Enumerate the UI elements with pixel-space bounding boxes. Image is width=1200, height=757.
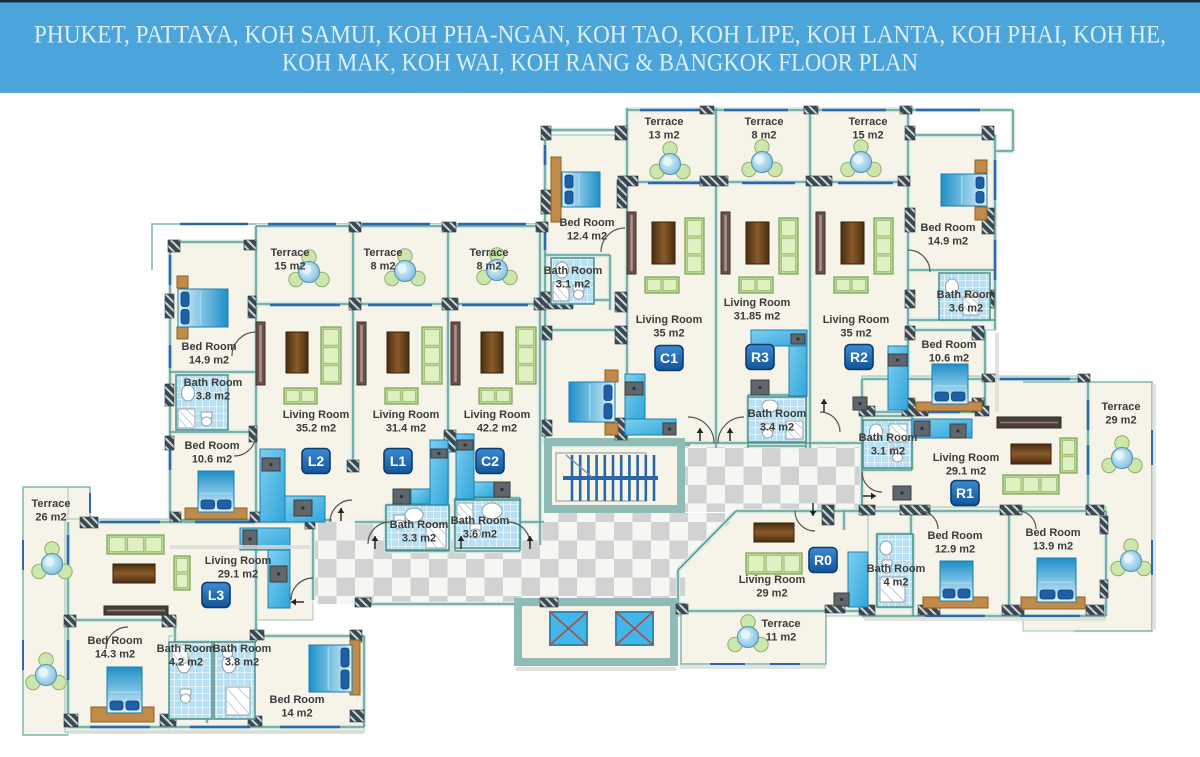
- svg-text:Bath Room: Bath Room: [157, 643, 216, 655]
- svg-text:11 m2: 11 m2: [766, 632, 797, 644]
- svg-text:L3: L3: [208, 587, 225, 603]
- svg-text:Bed Room: Bed Room: [1026, 527, 1081, 539]
- svg-text:Living Room: Living Room: [373, 409, 440, 421]
- svg-text:Living Room: Living Room: [205, 555, 272, 567]
- svg-text:29.1 m2: 29.1 m2: [218, 569, 258, 581]
- svg-text:Bed Room: Bed Room: [185, 440, 240, 452]
- svg-text:Terrace: Terrace: [271, 247, 310, 259]
- svg-text:Bath Room: Bath Room: [867, 563, 926, 575]
- svg-text:3.1 m2: 3.1 m2: [871, 446, 905, 458]
- svg-text:Bath Room: Bath Room: [451, 515, 510, 527]
- svg-text:Living Room: Living Room: [933, 452, 1000, 464]
- svg-text:3.1 m2: 3.1 m2: [556, 279, 590, 291]
- svg-text:Terrace: Terrace: [745, 116, 784, 128]
- svg-text:Bed Room: Bed Room: [560, 217, 615, 229]
- svg-text:31.4 m2: 31.4 m2: [386, 423, 426, 435]
- svg-text:L2: L2: [308, 453, 325, 469]
- svg-text:Terrace: Terrace: [1102, 401, 1141, 413]
- svg-text:Terrace: Terrace: [470, 247, 509, 259]
- svg-text:35 m2: 35 m2: [840, 328, 871, 340]
- svg-text:26 m2: 26 m2: [35, 512, 66, 524]
- svg-text:C1: C1: [660, 350, 678, 366]
- svg-text:29.1 m2: 29.1 m2: [946, 466, 986, 478]
- svg-text:35 m2: 35 m2: [653, 328, 684, 340]
- svg-text:31.85 m2: 31.85 m2: [734, 311, 780, 323]
- svg-text:Bath Room: Bath Room: [937, 289, 996, 301]
- svg-text:3.8 m2: 3.8 m2: [196, 391, 230, 403]
- svg-text:Bed Room: Bed Room: [88, 635, 143, 647]
- svg-text:Terrace: Terrace: [32, 498, 71, 510]
- svg-text:3.6 m2: 3.6 m2: [463, 529, 497, 541]
- svg-text:12.4 m2: 12.4 m2: [567, 231, 607, 243]
- svg-text:Bath Room: Bath Room: [748, 408, 807, 420]
- svg-text:4 m2: 4 m2: [883, 577, 908, 589]
- svg-text:Living Room: Living Room: [823, 314, 890, 326]
- svg-text:15 m2: 15 m2: [274, 261, 305, 273]
- svg-text:Living Room: Living Room: [724, 297, 791, 309]
- svg-text:3.4 m2: 3.4 m2: [760, 422, 794, 434]
- svg-text:Living Room: Living Room: [739, 574, 806, 586]
- svg-text:Bed Room: Bed Room: [182, 341, 237, 353]
- svg-text:R3: R3: [751, 349, 769, 365]
- svg-text:4.2 m2: 4.2 m2: [169, 657, 203, 669]
- svg-text:R2: R2: [850, 349, 868, 365]
- svg-text:Bath Room: Bath Room: [390, 519, 449, 531]
- svg-text:Terrace: Terrace: [849, 116, 888, 128]
- svg-text:3.3 m2: 3.3 m2: [402, 533, 436, 545]
- svg-text:Bed Room: Bed Room: [928, 530, 983, 542]
- svg-text:35.2 m2: 35.2 m2: [296, 423, 336, 435]
- svg-text:10.6 m2: 10.6 m2: [929, 353, 969, 365]
- svg-text:Bath Room: Bath Room: [544, 265, 603, 277]
- svg-text:C2: C2: [481, 453, 499, 469]
- svg-text:13.9 m2: 13.9 m2: [1033, 541, 1073, 553]
- svg-text:R0: R0: [814, 552, 832, 568]
- svg-text:Bath Room: Bath Room: [184, 377, 243, 389]
- svg-text:13 m2: 13 m2: [648, 130, 679, 142]
- svg-text:29 m2: 29 m2: [756, 588, 787, 600]
- svg-text:Bath Room: Bath Room: [859, 432, 918, 444]
- svg-text:Living Room: Living Room: [636, 314, 703, 326]
- svg-text:12.9 m2: 12.9 m2: [935, 544, 975, 556]
- svg-text:Bed Room: Bed Room: [921, 222, 976, 234]
- svg-text:KOH MAK, KOH WAI, KOH RANG & B: KOH MAK, KOH WAI, KOH RANG & BANGKOK FLO…: [282, 50, 918, 77]
- svg-text:10.6 m2: 10.6 m2: [192, 454, 232, 466]
- svg-text:3.6 m2: 3.6 m2: [949, 303, 983, 315]
- svg-text:8 m2: 8 m2: [751, 130, 776, 142]
- svg-text:Living Room: Living Room: [464, 409, 531, 421]
- svg-text:14.9 m2: 14.9 m2: [928, 236, 968, 248]
- svg-text:14 m2: 14 m2: [281, 708, 312, 720]
- svg-text:3.8 m2: 3.8 m2: [225, 657, 259, 669]
- svg-text:Bed Room: Bed Room: [270, 694, 325, 706]
- svg-text:8 m2: 8 m2: [476, 261, 501, 273]
- svg-text:29 m2: 29 m2: [1105, 415, 1136, 427]
- svg-text:8 m2: 8 m2: [370, 261, 395, 273]
- svg-text:R1: R1: [956, 485, 974, 501]
- svg-text:Terrace: Terrace: [364, 247, 403, 259]
- svg-text:Bath Room: Bath Room: [213, 643, 272, 655]
- svg-text:14.9 m2: 14.9 m2: [189, 355, 229, 367]
- svg-text:Bed Room: Bed Room: [922, 339, 977, 351]
- svg-text:Living Room: Living Room: [283, 409, 350, 421]
- svg-text:L1: L1: [390, 453, 407, 469]
- svg-text:Terrace: Terrace: [645, 116, 684, 128]
- svg-text:14.3 m2: 14.3 m2: [95, 649, 135, 661]
- svg-text:Terrace: Terrace: [762, 618, 801, 630]
- svg-text:42.2 m2: 42.2 m2: [477, 423, 517, 435]
- svg-text:15 m2: 15 m2: [852, 130, 883, 142]
- svg-text:PHUKET, PATTAYA, KOH SAMUI, KO: PHUKET, PATTAYA, KOH SAMUI, KOH PHA-NGAN…: [34, 22, 1166, 49]
